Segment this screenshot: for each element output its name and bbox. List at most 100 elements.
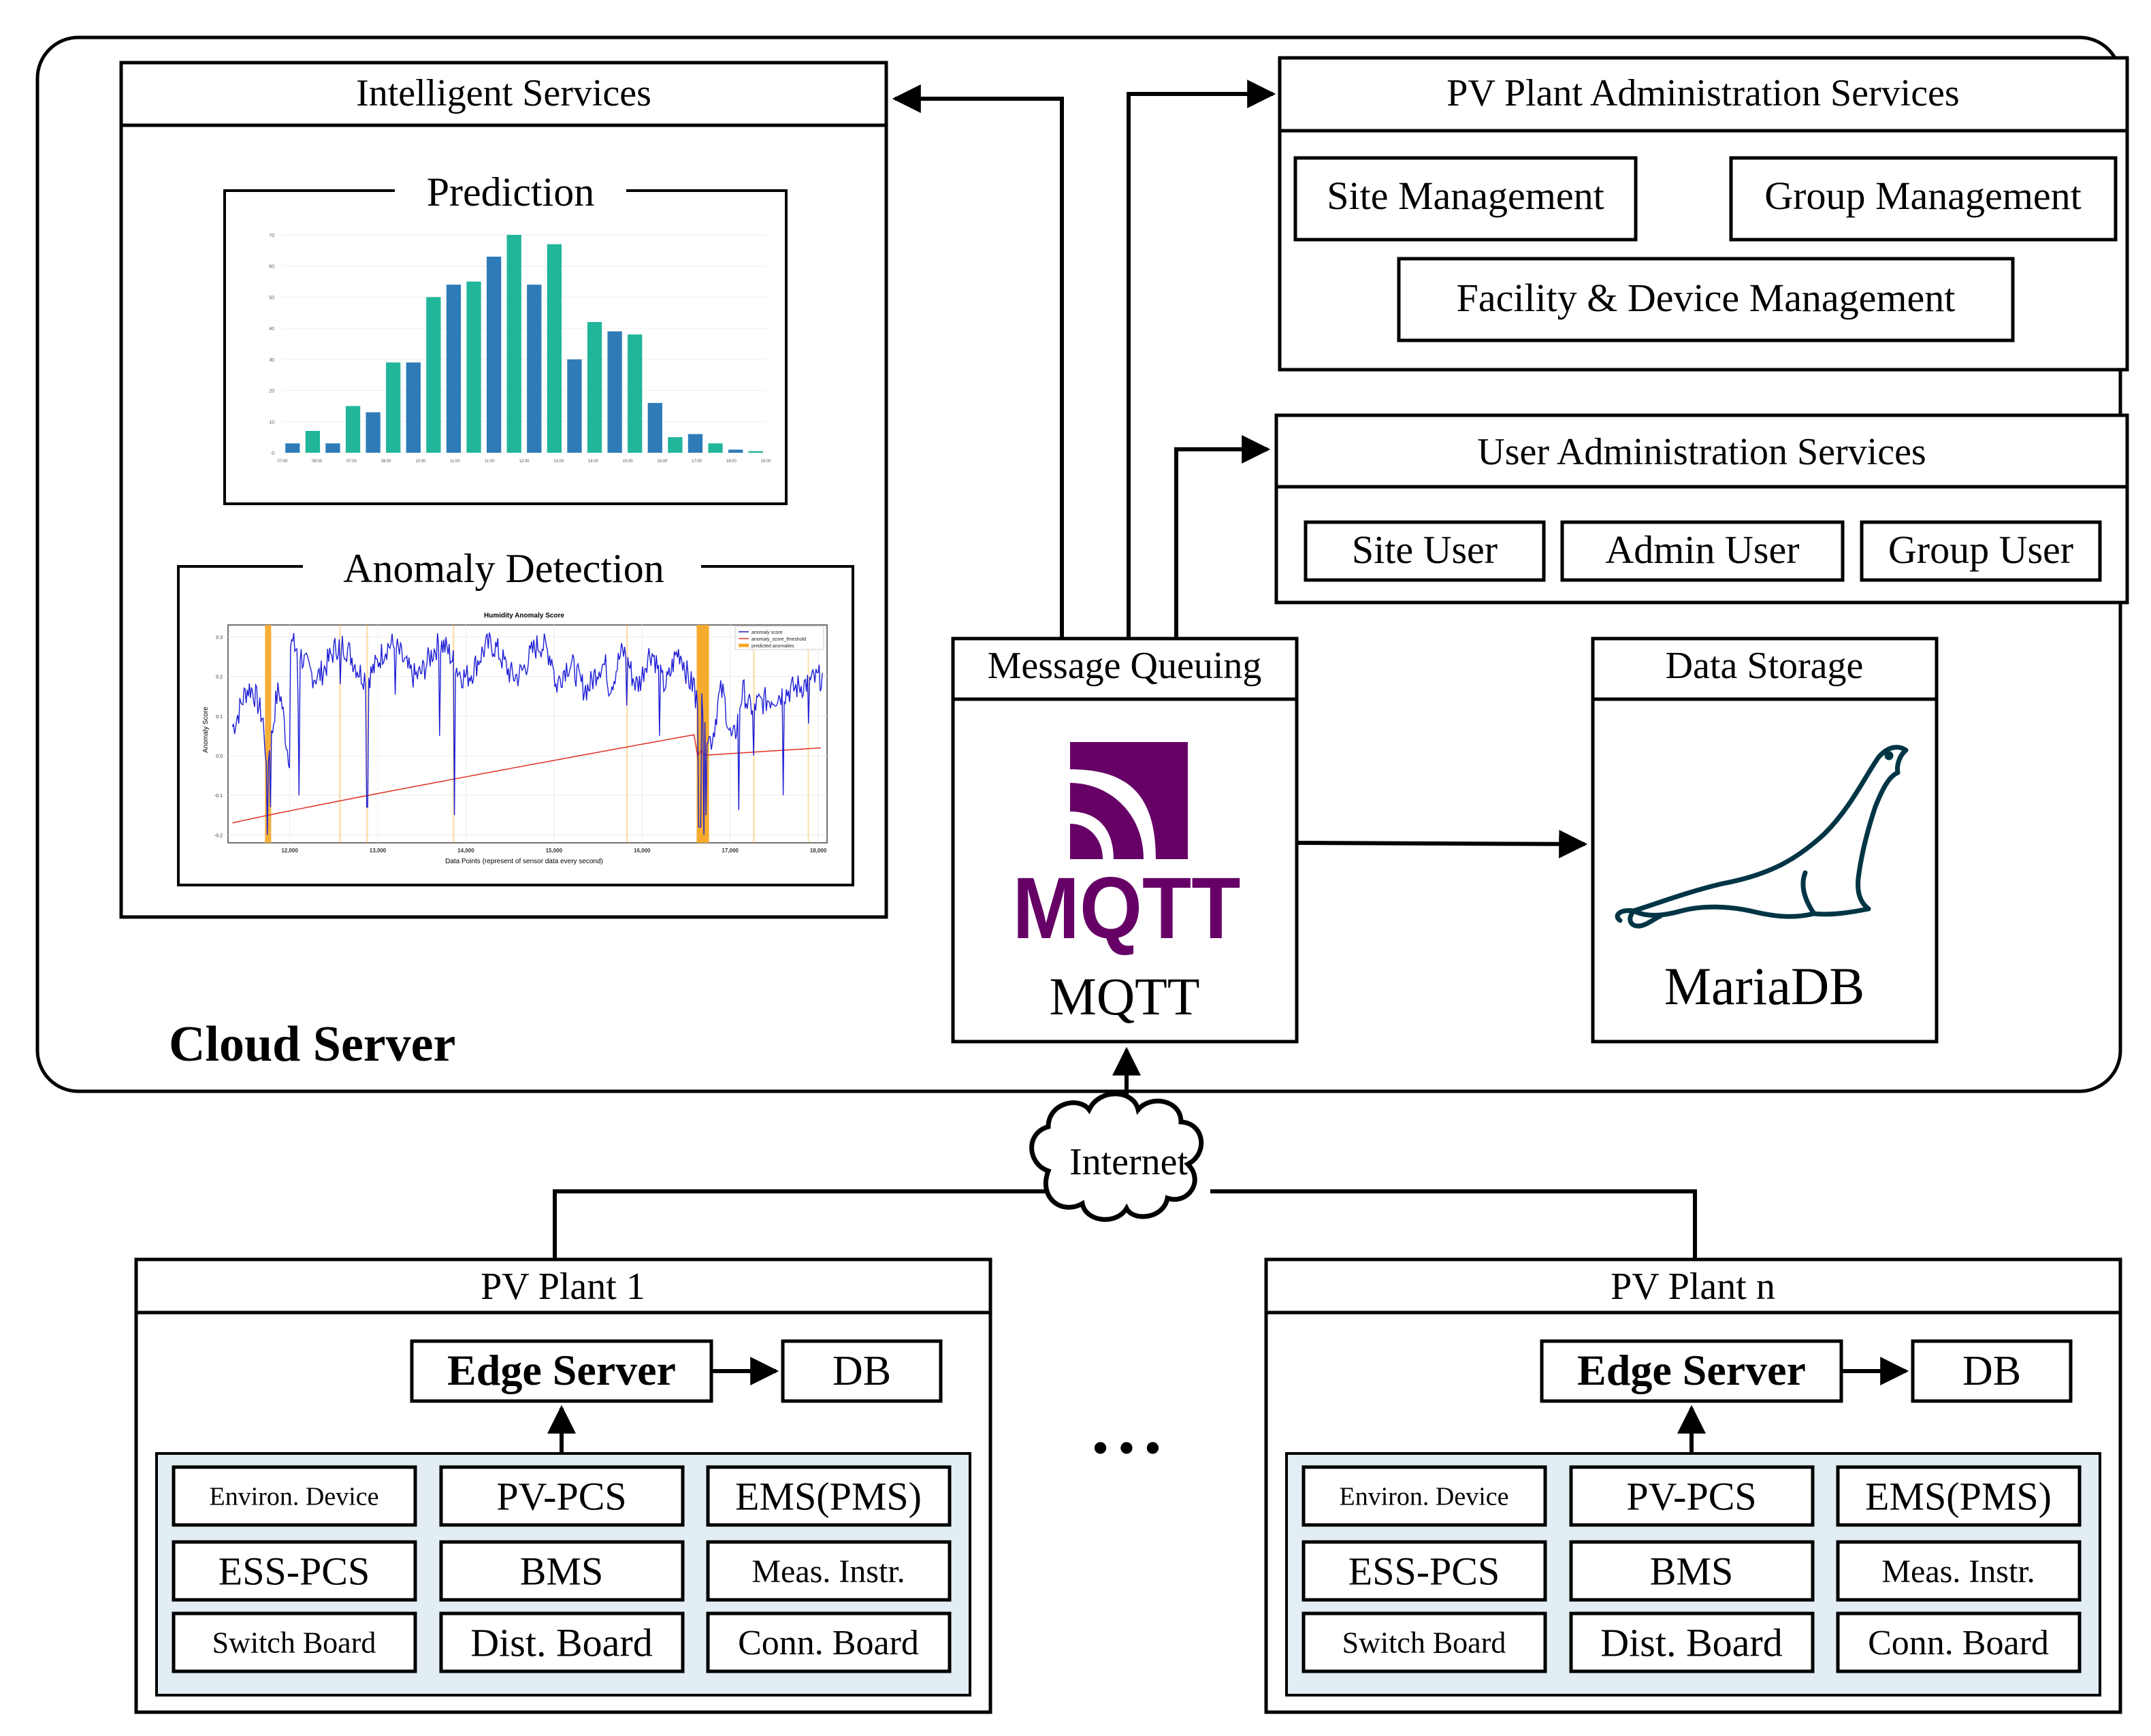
prediction-x-tick: 16:00	[657, 460, 668, 464]
device-box[interactable]: PV-PCS	[1569, 1465, 1815, 1527]
anomaly-band	[339, 625, 341, 843]
device-box[interactable]: Switch Board	[172, 1611, 417, 1673]
edge-server-box[interactable]: Edge Server	[1540, 1339, 1843, 1403]
pv-plant-1-panel: PV Plant 1 Edge Server DB Environ. Device PV…	[134, 1257, 992, 1714]
device-box[interactable]: ESS-PCS	[172, 1540, 417, 1602]
intelligent-services-title: Intelligent Services	[356, 72, 651, 114]
prediction-y-tick: 30	[269, 358, 274, 363]
svg-text:ESS-PCS: ESS-PCS	[219, 1549, 370, 1593]
svg-text:Meas. Instr.: Meas. Instr.	[1881, 1554, 2035, 1590]
prediction-y-tick: 10	[269, 420, 274, 425]
device-box[interactable]: Meas. Instr.	[706, 1540, 952, 1602]
svg-text:ESS-PCS: ESS-PCS	[1348, 1549, 1500, 1593]
ellipsis-dots: • • •	[1093, 1424, 1160, 1472]
svg-text:Meas. Instr.: Meas. Instr.	[751, 1554, 905, 1590]
prediction-y-tick: 40	[269, 327, 274, 332]
anomaly-chart-ylabel: Anomaly Score	[202, 707, 210, 753]
prediction-y-tick: 50	[269, 295, 274, 300]
mqtt-logo-icon: MQTT	[1013, 742, 1241, 957]
svg-text:Conn. Board: Conn. Board	[738, 1624, 919, 1662]
mariadb-caption: MariaDB	[1664, 957, 1865, 1016]
legend-label: predicted anomalies	[751, 644, 794, 649]
svg-text:PV-PCS: PV-PCS	[496, 1474, 626, 1518]
device-box[interactable]: Environ. Device	[172, 1465, 417, 1527]
edge-server-box[interactable]: Edge Server	[410, 1339, 713, 1403]
prediction-bar	[748, 451, 763, 453]
svg-text:Group Management: Group Management	[1764, 174, 2081, 218]
device-box[interactable]: ESS-PCS	[1301, 1540, 1547, 1602]
edge-db-box[interactable]: DB	[781, 1339, 943, 1403]
device-box[interactable]: Conn. Board	[706, 1611, 952, 1673]
site-user-box[interactable]: Site User	[1304, 520, 1546, 582]
prediction-bar	[366, 412, 381, 453]
device-box[interactable]: Environ. Device	[1301, 1465, 1547, 1527]
arrow-to-user-admin	[1174, 435, 1271, 639]
anomaly-x-tick: 14,000	[457, 848, 474, 854]
anomaly-x-tick: 12,000	[281, 848, 298, 854]
legend-label: anomaly score	[751, 630, 783, 635]
device-box[interactable]: Meas. Instr.	[1836, 1540, 2082, 1602]
svg-text:Site User: Site User	[1352, 528, 1498, 572]
message-queuing-panel: Message Queuing MQTT MQTT	[951, 637, 1299, 1044]
prediction-x-tick: 12:00	[519, 460, 530, 464]
anomaly-y-tick: -0.2	[214, 833, 223, 838]
prediction-x-tick: 15:00	[623, 460, 634, 464]
prediction-y-tick: 0	[272, 451, 274, 456]
device-box[interactable]: Dist. Board	[1569, 1611, 1815, 1673]
svg-text:Site Management: Site Management	[1327, 174, 1604, 218]
internet-label: Internet	[1069, 1141, 1188, 1183]
prediction-bar	[386, 362, 401, 453]
prediction-x-tick: 07:00	[277, 460, 288, 464]
user-admin-panel: User Administration Services Site User A…	[1274, 413, 2129, 605]
anomaly-band	[366, 625, 368, 843]
device-box[interactable]: Switch Board	[1301, 1611, 1547, 1673]
prediction-bar	[547, 244, 562, 453]
anomaly-x-tick: 15,000	[546, 848, 563, 854]
device-box[interactable]: BMS	[1569, 1540, 1815, 1602]
svg-text:DB: DB	[1962, 1348, 2021, 1394]
svg-text:Edge Server: Edge Server	[1577, 1346, 1806, 1394]
prediction-x-tick: 11:00	[485, 460, 495, 464]
device-box[interactable]: Dist. Board	[439, 1611, 685, 1673]
group-user-box[interactable]: Group User	[1860, 520, 2102, 582]
prediction-y-tick: 20	[269, 389, 274, 394]
svg-text:PV-PCS: PV-PCS	[1626, 1474, 1756, 1518]
data-storage-title: Data Storage	[1666, 645, 1864, 687]
pv-admin-panel: PV Plant Administration Services Site Ma…	[1278, 56, 2129, 372]
prediction-x-tick: 08:00	[312, 460, 323, 464]
prediction-x-tick: 14:00	[588, 460, 599, 464]
site-management-box[interactable]: Site Management	[1293, 156, 1638, 242]
svg-text:Edge Server: Edge Server	[447, 1346, 676, 1394]
anomaly-x-tick: 17,000	[722, 848, 739, 854]
device-box[interactable]: PV-PCS	[439, 1465, 685, 1527]
facility-device-management-box[interactable]: Facility & Device Management	[1397, 257, 2015, 342]
prediction-bar	[607, 331, 622, 453]
svg-text:Conn. Board: Conn. Board	[1868, 1624, 2049, 1662]
message-queuing-title: Message Queuing	[988, 645, 1262, 687]
device-box[interactable]: EMS(PMS)	[706, 1465, 952, 1527]
plant-connectors	[553, 1189, 1697, 1259]
admin-user-box[interactable]: Admin User	[1560, 520, 1845, 582]
anomaly-chart: Humidity Anomaly Score Anomaly Score Dat…	[202, 612, 828, 865]
anomaly-legend	[734, 626, 824, 650]
device-box[interactable]: BMS	[439, 1540, 685, 1602]
svg-text:BMS: BMS	[520, 1549, 604, 1593]
internet-cloud-icon: Internet	[1029, 1091, 1204, 1222]
prediction-bar	[728, 449, 743, 453]
anomaly-band	[626, 625, 628, 843]
svg-text:Dist. Board: Dist. Board	[1600, 1620, 1782, 1665]
prediction-bar	[406, 362, 421, 453]
device-box[interactable]: Conn. Board	[1836, 1611, 2082, 1673]
prediction-bar	[587, 322, 602, 453]
device-box[interactable]: EMS(PMS)	[1836, 1465, 2082, 1527]
edge-db-box[interactable]: DB	[1911, 1339, 2073, 1403]
svg-text:Dist. Board: Dist. Board	[470, 1620, 652, 1665]
prediction-y-tick: 70	[269, 234, 274, 238]
anomaly-plot-area	[227, 624, 828, 843]
plant-title: PV Plant 1	[481, 1266, 645, 1308]
svg-text:Facility & Device Management: Facility & Device Management	[1457, 276, 1956, 320]
group-management-box[interactable]: Group Management	[1729, 156, 2118, 242]
prediction-bar	[527, 285, 542, 453]
